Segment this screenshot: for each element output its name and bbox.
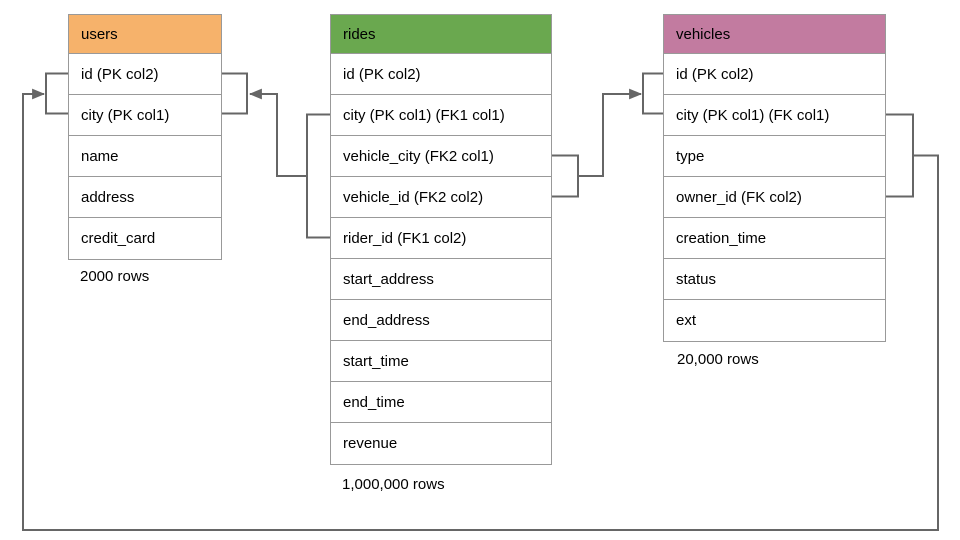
table-row: revenue bbox=[331, 423, 551, 464]
table-row: creation_time bbox=[664, 218, 885, 259]
table-row: end_address bbox=[331, 300, 551, 341]
table-row: owner_id (FK col2) bbox=[664, 177, 885, 218]
users-pk-bracket-right bbox=[222, 72, 248, 115]
table-rides[interactable]: rides id (PK col2) city (PK col1) (FK1 c… bbox=[330, 14, 552, 465]
table-vehicles-header: vehicles bbox=[664, 15, 885, 54]
table-row: rider_id (FK1 col2) bbox=[331, 218, 551, 259]
table-row: city (PK col1) (FK1 col1) bbox=[331, 95, 551, 136]
table-row: vehicle_city (FK2 col1) bbox=[331, 136, 551, 177]
table-row: end_time bbox=[331, 382, 551, 423]
table-row: city (PK col1) (FK col1) bbox=[664, 95, 885, 136]
table-row: type bbox=[664, 136, 885, 177]
users-pk-bracket-left bbox=[45, 72, 68, 115]
table-row: start_address bbox=[331, 259, 551, 300]
vehicles-pk-bracket-left bbox=[642, 72, 663, 115]
table-vehicles[interactable]: vehicles id (PK col2) city (PK col1) (FK… bbox=[663, 14, 886, 342]
table-row: ext bbox=[664, 300, 885, 341]
users-row-count: 2000 rows bbox=[80, 268, 150, 285]
table-row: city (PK col1) bbox=[69, 95, 221, 136]
rides-fk2-bracket bbox=[552, 154, 579, 198]
table-row: name bbox=[69, 136, 221, 177]
table-row: id (PK col2) bbox=[69, 54, 221, 95]
table-row: id (PK col2) bbox=[664, 54, 885, 95]
rides-fk1-bracket bbox=[306, 113, 330, 239]
table-row: status bbox=[664, 259, 885, 300]
table-row: credit_card bbox=[69, 218, 221, 259]
table-row: vehicle_id (FK2 col2) bbox=[331, 177, 551, 218]
table-row: start_time bbox=[331, 341, 551, 382]
rides-row-count: 1,000,000 rows bbox=[342, 476, 445, 493]
fk2-connector-rides-to-vehicles bbox=[578, 88, 643, 177]
vehicles-fk-bracket-right bbox=[886, 113, 914, 198]
vehicles-row-count: 20,000 rows bbox=[677, 351, 759, 368]
table-users[interactable]: users id (PK col2) city (PK col1) name a… bbox=[68, 14, 222, 260]
table-users-header: users bbox=[69, 15, 221, 54]
table-row: address bbox=[69, 177, 221, 218]
fk1-connector-rides-to-users bbox=[248, 88, 307, 177]
table-row: id (PK col2) bbox=[331, 54, 551, 95]
table-rides-header: rides bbox=[331, 15, 551, 54]
